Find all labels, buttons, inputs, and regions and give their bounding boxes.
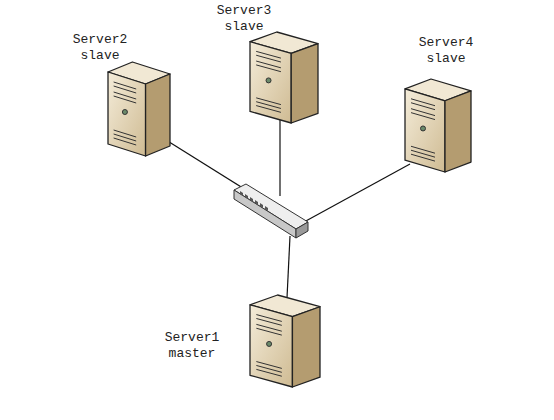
server-icon: [108, 62, 170, 156]
server-node: Server1 master: [160, 292, 324, 388]
network-cable: [287, 236, 290, 298]
server-icon: [405, 79, 471, 172]
server-icon: [250, 295, 320, 387]
server-icon: [250, 295, 320, 387]
server-icon: [108, 62, 170, 156]
network-cable: [279, 118, 280, 196]
server-label: Server1 master: [160, 330, 224, 362]
server-node: Server2 slave: [68, 32, 172, 158]
server-label: Server4 slave: [414, 35, 478, 67]
network-cable: [304, 164, 410, 222]
server-node: Server3 slave: [212, 3, 322, 125]
network-switch: [234, 184, 308, 238]
server-icon: [405, 79, 471, 172]
server-icon: [250, 32, 318, 123]
server-label: Server2 slave: [68, 32, 132, 64]
network-wires: [166, 118, 410, 298]
server-node: Server4 slave: [402, 35, 476, 175]
server-icon: [250, 32, 318, 123]
server-label: Server3 slave: [212, 3, 276, 35]
